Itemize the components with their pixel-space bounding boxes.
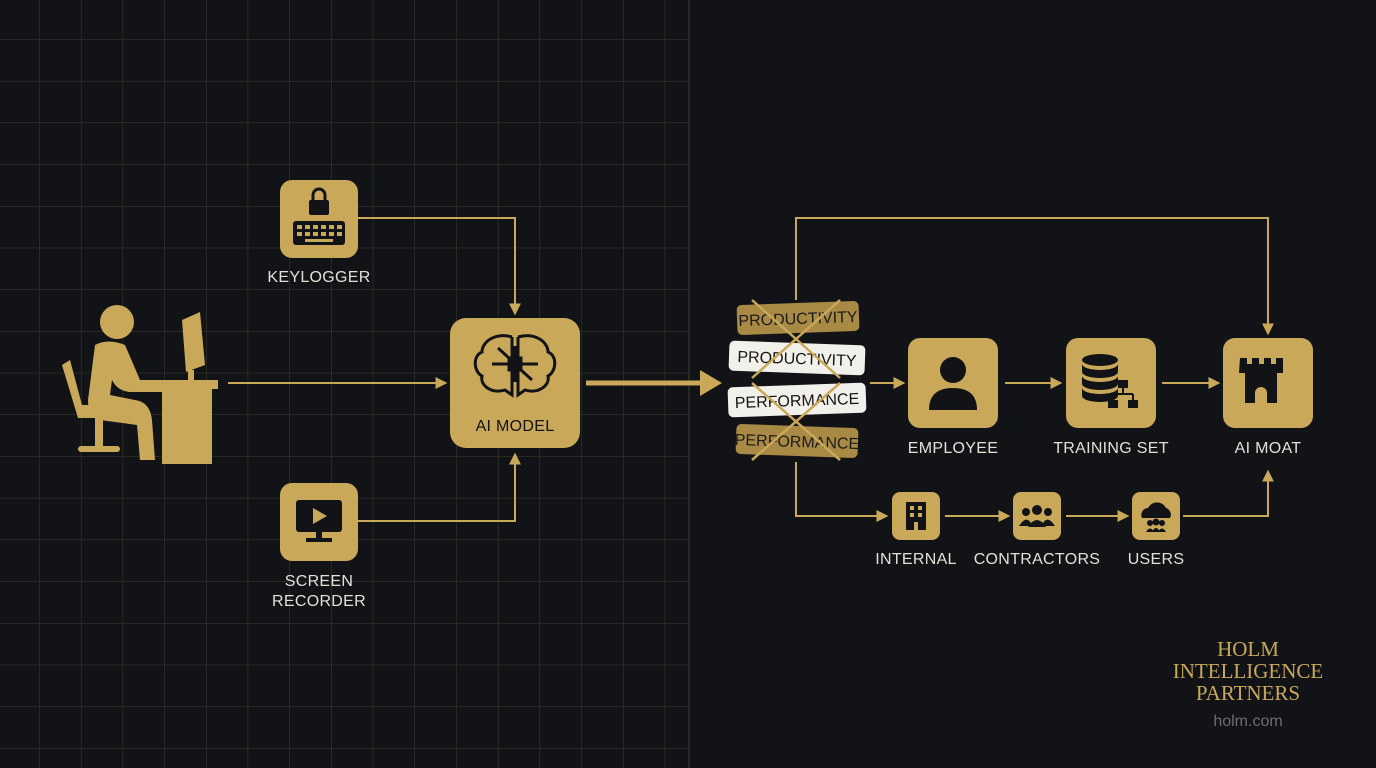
group-icon bbox=[1019, 505, 1055, 527]
internal-label: INTERNAL bbox=[875, 551, 957, 568]
contractors-node bbox=[1013, 492, 1061, 540]
cross-out-marks bbox=[751, 299, 841, 461]
ai-model-label: AI MODEL bbox=[476, 418, 555, 435]
keyboard-lock-icon bbox=[293, 187, 345, 245]
screen-recorder-label-1: SCREEN bbox=[285, 573, 353, 590]
crossed-out-labels: PRODUCTIVITY PRODUCTIVITY PERFORMANCE PE… bbox=[727, 299, 867, 461]
castle-icon bbox=[1239, 358, 1283, 403]
brand-url[interactable]: holm.com bbox=[1213, 713, 1282, 730]
person-at-desk-icon bbox=[62, 305, 218, 464]
users-label: USERS bbox=[1128, 551, 1185, 568]
contractors-label: CONTRACTORS bbox=[974, 551, 1101, 568]
screen-recorder-label-2: RECORDER bbox=[272, 593, 366, 610]
ai-moat-node bbox=[1223, 338, 1313, 428]
keylogger-node bbox=[280, 180, 358, 258]
users-node bbox=[1132, 492, 1180, 540]
ai-model-node: AI MODEL bbox=[450, 318, 580, 448]
training-set-node bbox=[1066, 338, 1156, 428]
employee-node bbox=[908, 338, 998, 428]
building-icon bbox=[906, 502, 926, 530]
internal-node bbox=[892, 492, 940, 540]
cloud-users-icon bbox=[1141, 502, 1171, 532]
brand-logo: HOLM INTELLIGENCE PARTNERS bbox=[1173, 637, 1323, 705]
brand-line-3: PARTNERS bbox=[1196, 681, 1300, 705]
training-set-label: TRAINING SET bbox=[1053, 440, 1169, 457]
monitor-play-icon bbox=[296, 500, 342, 542]
employee-label: EMPLOYEE bbox=[908, 440, 998, 457]
brand-line-1: HOLM bbox=[1217, 637, 1279, 661]
ai-moat-label: AI MOAT bbox=[1235, 440, 1302, 457]
connectors bbox=[228, 217, 1274, 522]
brand-line-2: INTELLIGENCE bbox=[1173, 659, 1323, 683]
database-icon bbox=[1082, 354, 1138, 408]
keylogger-label: KEYLOGGER bbox=[267, 269, 370, 286]
screen-recorder-node bbox=[280, 483, 358, 561]
brain-circuit-icon bbox=[473, 334, 557, 398]
user-icon bbox=[929, 357, 977, 410]
